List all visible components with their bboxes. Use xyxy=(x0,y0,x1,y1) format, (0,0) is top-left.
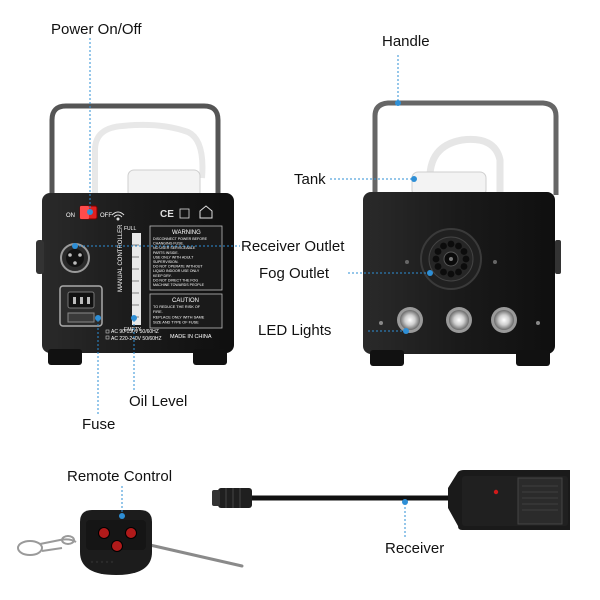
keyring-icon xyxy=(17,535,77,556)
caution-label xyxy=(149,293,223,329)
warning-line: DISCONNECT POWER BEFORE xyxy=(153,237,208,241)
warning-line: CHANGING FUSE. xyxy=(153,242,184,246)
warning-label xyxy=(149,225,223,291)
oil-level-ticks xyxy=(132,244,139,318)
label-tank: Tank xyxy=(294,171,326,188)
fog-vent-hole xyxy=(460,263,468,270)
back-tube xyxy=(92,121,206,200)
leader-lines xyxy=(75,38,428,538)
back-foot-left xyxy=(48,349,82,365)
receiver-indicator xyxy=(493,489,499,495)
front-foot-left xyxy=(370,350,404,366)
warning-line: SUPERVISION. xyxy=(153,260,179,264)
warning-title: WARNING xyxy=(172,230,201,236)
fog-vent-hole xyxy=(447,270,455,278)
fog-vent-hole xyxy=(440,242,447,250)
voltage-2: AC 220-240V 50/60HZ xyxy=(111,336,162,342)
fog-vent-hole xyxy=(434,263,442,270)
led-light-1 xyxy=(397,307,423,333)
label-oil-level: Oil Level xyxy=(129,393,188,410)
leader-dots xyxy=(72,100,433,519)
oil-level-window xyxy=(132,233,141,325)
label-receiver: Receiver xyxy=(385,540,445,557)
fog-vent-hole xyxy=(447,240,455,248)
caution-line: SIZE AND TYPE OF FUSE xyxy=(153,321,199,325)
warning-line: USE ONLY WITH ADULT xyxy=(153,255,194,259)
gauge-empty-label: EMPTY xyxy=(124,327,142,333)
label-handle: Handle xyxy=(382,33,430,50)
caution-line: TO REDUCE THE RISK OF xyxy=(153,305,201,309)
switch-on-label: ON xyxy=(66,213,75,219)
gauge-full-label: FULL xyxy=(124,226,136,232)
caution-title: CAUTION xyxy=(172,298,199,304)
wireless-icon xyxy=(111,211,125,221)
switch-off-label: OFF xyxy=(100,213,112,219)
back-view: ON OFF CE FULL EMPTY xyxy=(36,103,234,365)
fog-vent-hole xyxy=(462,255,470,263)
remote-button-1 xyxy=(98,527,110,539)
receiver-unit xyxy=(212,470,570,530)
ce-mark: CE xyxy=(160,209,174,220)
fog-vent-hole xyxy=(460,248,468,255)
fog-vent-hole xyxy=(455,268,462,276)
fuse-drawer xyxy=(67,312,95,323)
front-handle xyxy=(372,100,559,195)
fog-vent-hole xyxy=(434,248,442,255)
manual-controller-label: MANUAL CONTROLLER xyxy=(118,224,124,292)
warning-line: KEEP DRY. xyxy=(153,274,172,278)
home-icon xyxy=(199,205,213,219)
warning-line: PARTS INSIDE. xyxy=(153,251,179,255)
back-handle xyxy=(49,103,221,195)
label-led-lights: LED Lights xyxy=(258,322,332,339)
led-light-3 xyxy=(491,307,517,333)
label-receiver-outlet: Receiver Outlet xyxy=(241,238,345,255)
label-fuse: Fuse xyxy=(82,416,116,433)
warning-line: DO NOT DIRECT THE FOG xyxy=(153,278,198,282)
receiver-plug xyxy=(218,488,252,508)
fog-outlet xyxy=(420,228,482,290)
back-foot-right xyxy=(193,349,227,365)
led-light-2 xyxy=(446,307,472,333)
warning-line: LIQUID INDOOR USE ONLY xyxy=(153,269,200,273)
warning-line: MACHINE TOWARDS PEOPLE xyxy=(153,283,205,287)
warning-line: NO USER SERVICEABLE xyxy=(153,246,196,250)
label-fog-outlet: Fog Outlet xyxy=(259,265,330,282)
remote-control xyxy=(17,510,244,575)
remote-button-2 xyxy=(125,527,137,539)
warning-line: DO NOT OPERATE WITHOUT xyxy=(153,265,203,269)
fog-vent-hole xyxy=(432,255,440,263)
voltage-1: AC 90-130V 50/60HZ xyxy=(111,329,159,335)
label-remote-control: Remote Control xyxy=(67,468,173,485)
made-in-label: MADE IN CHINA xyxy=(170,334,212,340)
front-view xyxy=(363,100,561,366)
fog-vent-hole xyxy=(455,242,462,250)
caution-line: FIRE. xyxy=(153,310,163,314)
receiver-sticker xyxy=(517,477,563,525)
fog-vent-hole xyxy=(440,268,447,276)
label-power-on-off: Power On/Off xyxy=(51,21,142,38)
caution-line: REPLACE ONLY WITH SAME xyxy=(153,315,205,319)
remote-button-3 xyxy=(111,540,123,552)
front-tube xyxy=(426,135,504,192)
front-foot-right xyxy=(516,350,550,366)
